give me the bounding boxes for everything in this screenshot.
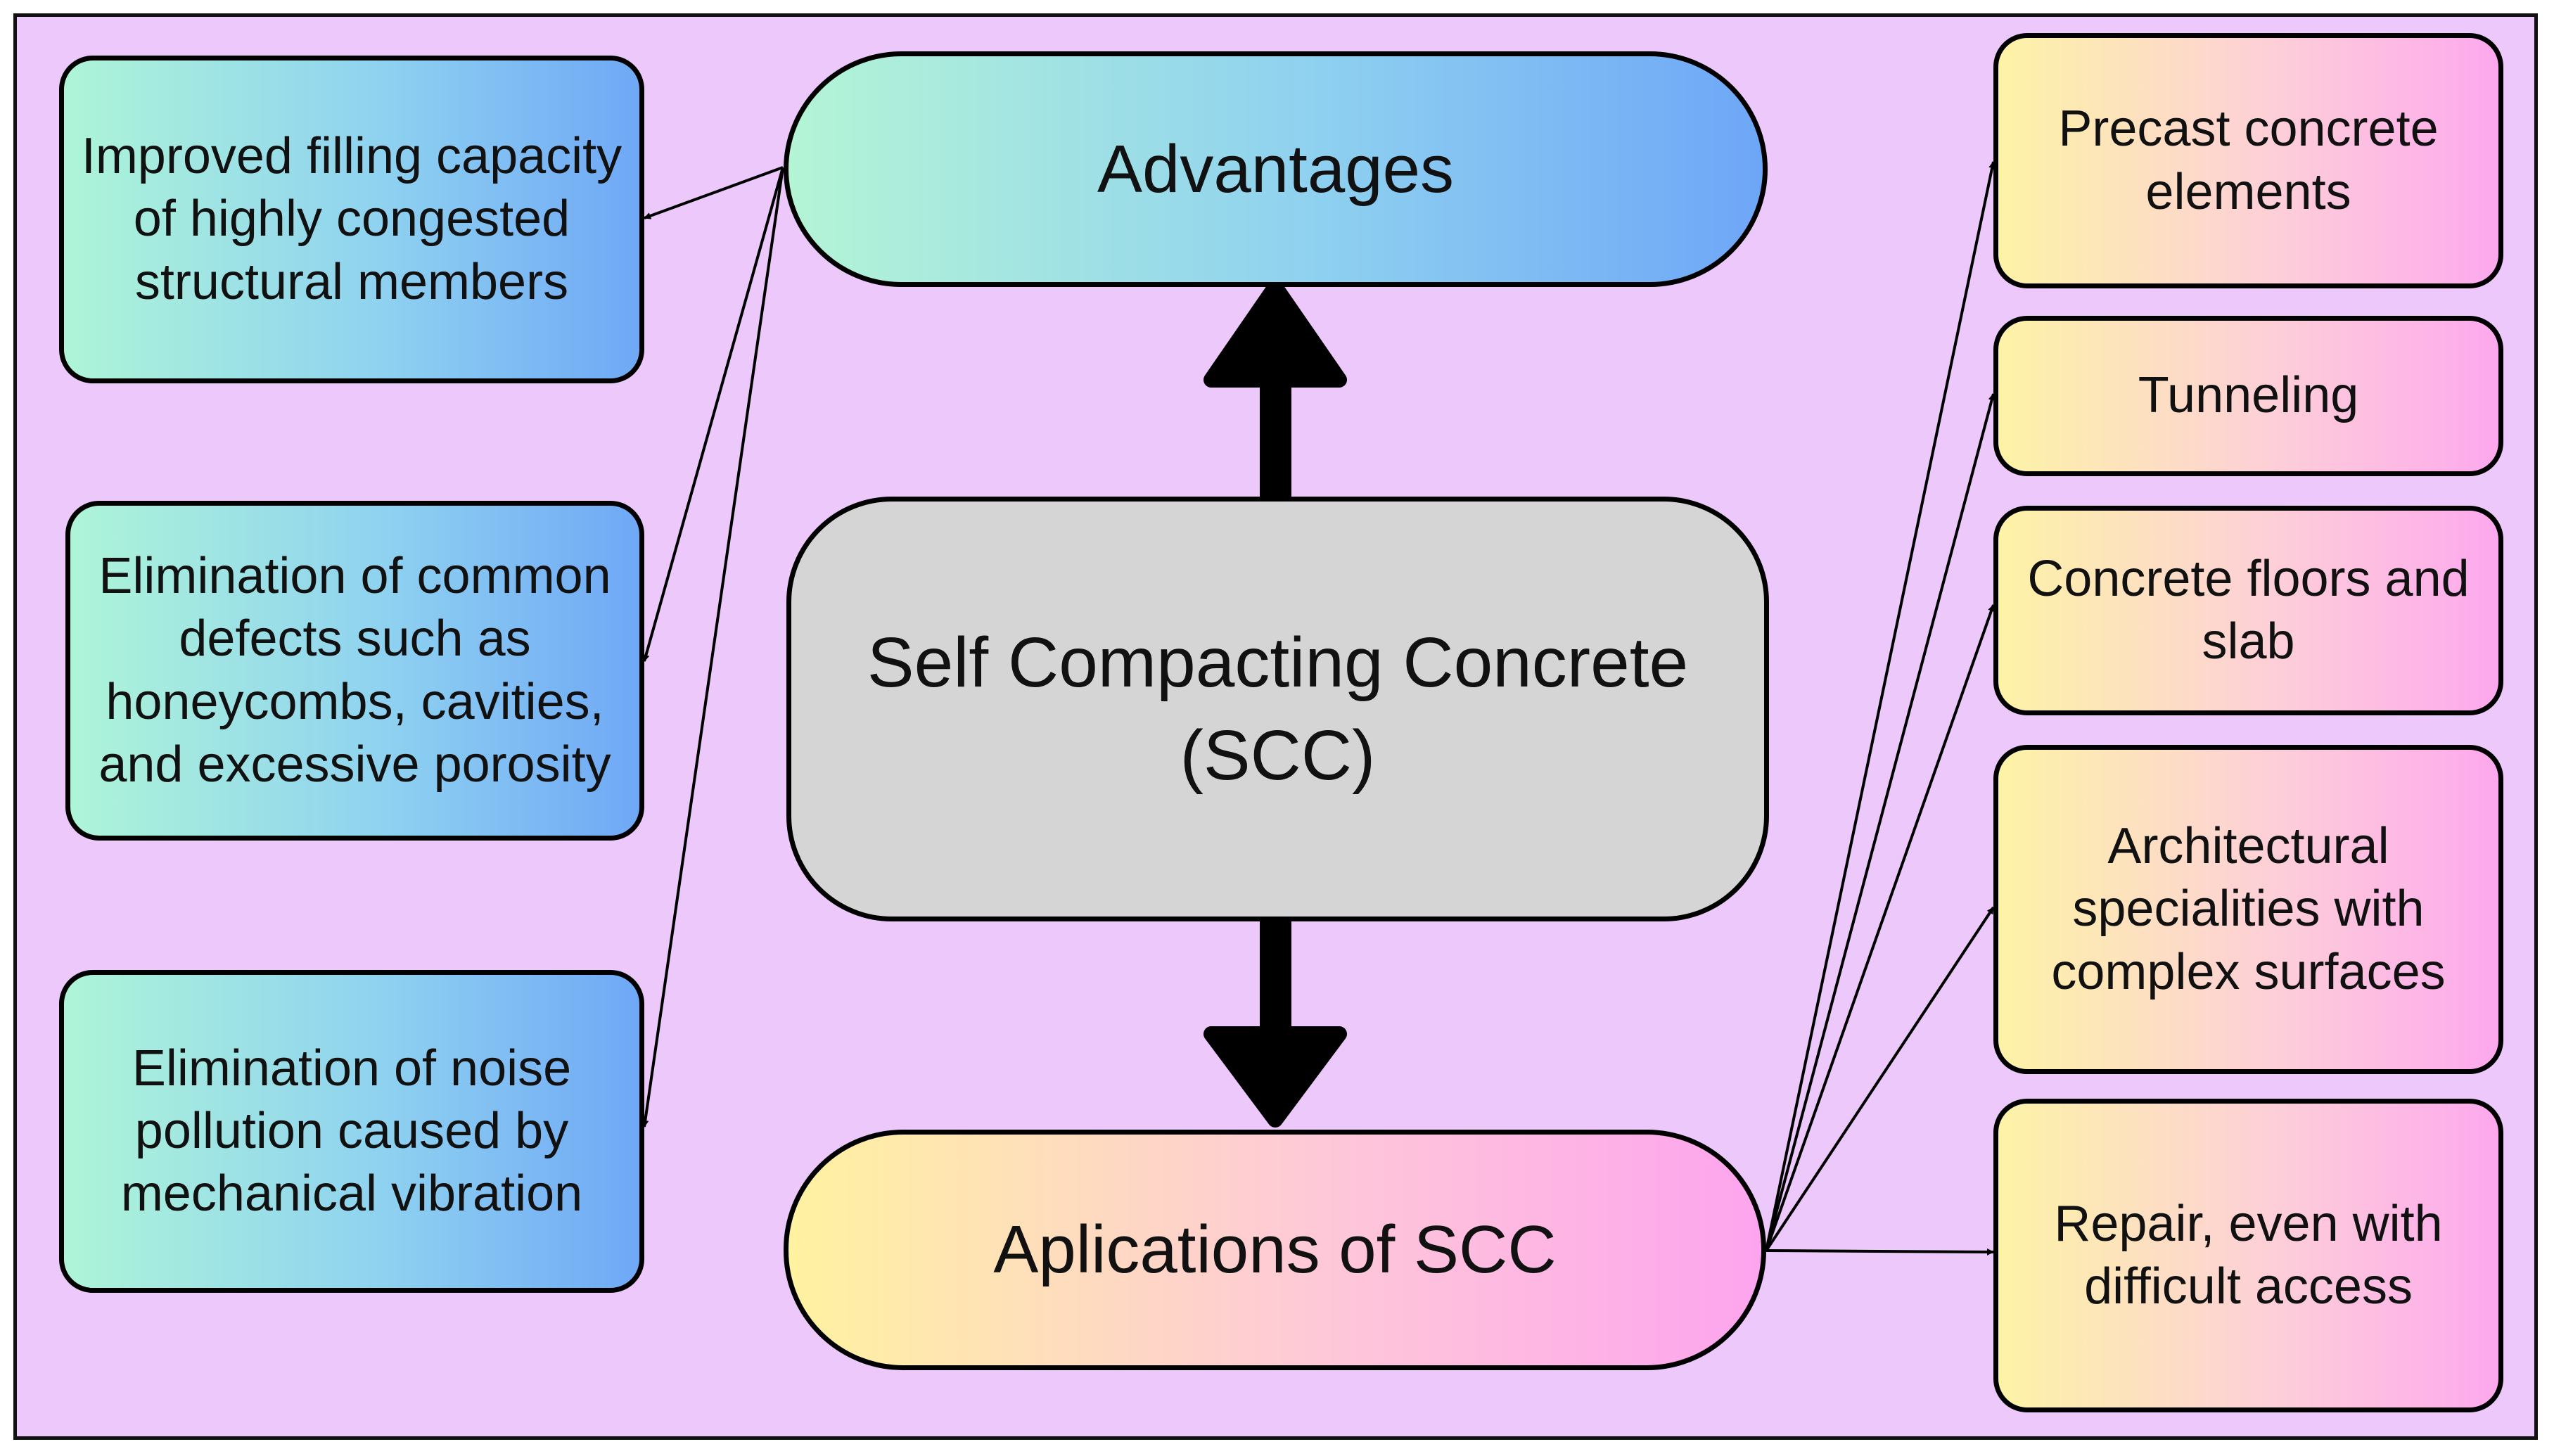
application-item-5: Repair, even with difficult access [1993,1099,2503,1412]
advantages-connector-1 [644,166,784,219]
application-item-4-label: Architectural specialities with complex … [2051,818,2446,1000]
advantage-item-1: Improved filling capacity of highly cong… [59,56,644,383]
center-to-applications-arrow [1203,921,1347,1128]
application-item-1-label: Precast concrete elements [2058,101,2439,220]
applications-node-label: Aplications of SCC [993,1212,1557,1288]
application-item-3: Concrete floors and slab [1993,506,2503,715]
advantage-item-1-label: Improved filling capacity of highly cong… [81,128,622,310]
application-item-4: Architectural specialities with complex … [1993,745,2503,1074]
applications-connector-5 [1766,1248,1994,1256]
advantages-connector-2 [642,167,784,662]
advantage-item-2: Elimination of common defects such as ho… [65,501,644,841]
applications-connector-1 [1765,161,1996,1251]
application-item-2-label: Tunneling [2138,367,2359,424]
application-item-5-label: Repair, even with difficult access [2054,1195,2443,1315]
applications-connector-3 [1765,604,1995,1251]
application-item-3-label: Concrete floors and slab [2027,550,2470,670]
application-item-2: Tunneling [1993,316,2503,476]
advantage-item-2-label: Elimination of common defects such as ho… [98,547,611,793]
scc-center-label: Self Compacting Concrete (SCC) [867,623,1689,795]
advantage-item-3: Elimination of noise pollution caused by… [59,970,644,1293]
advantages-node: Advantages [784,51,1768,287]
application-item-1: Precast concrete elements [1993,33,2503,288]
center-to-advantages-arrow [1203,279,1347,497]
advantage-item-3-label: Elimination of noise pollution caused by… [120,1040,583,1222]
advantages-node-label: Advantages [1097,131,1455,207]
advantages-connector-3 [641,167,784,1128]
applications-node: Aplications of SCC [784,1130,1766,1370]
applications-connector-4 [1765,906,1995,1252]
scc-center-node: Self Compacting Concrete (SCC) [786,497,1769,921]
applications-connector-2 [1765,393,1996,1251]
